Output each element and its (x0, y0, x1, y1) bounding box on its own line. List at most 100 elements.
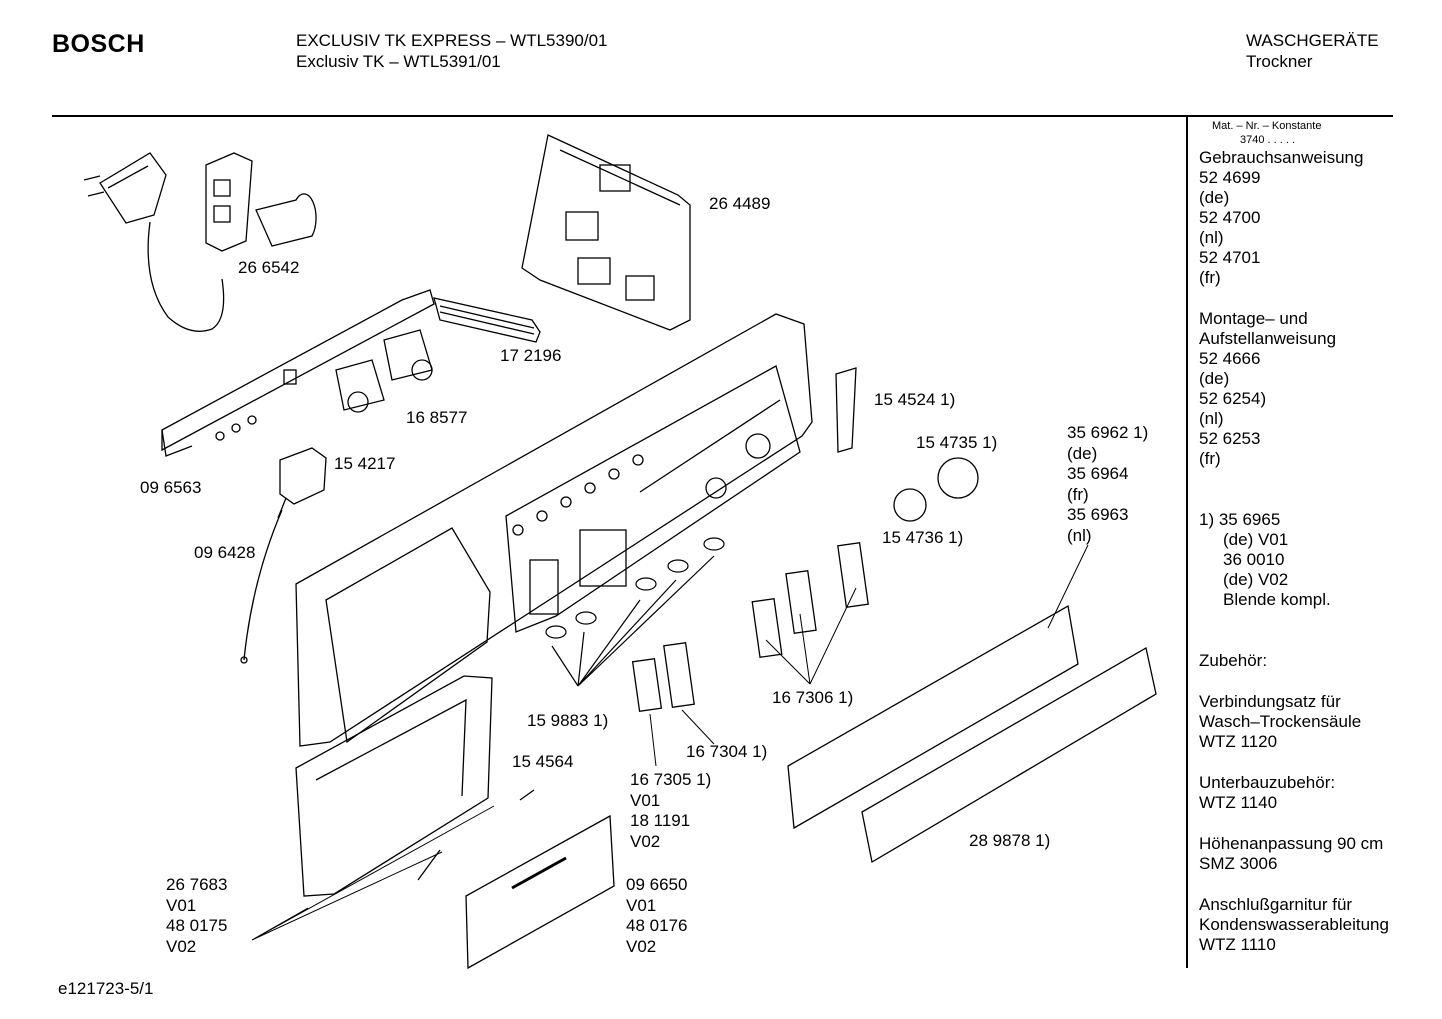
sidebar-line: Höhenanpassung 90 cm (1199, 834, 1384, 853)
sidebar-line: Unterbauzubehör: (1199, 773, 1336, 792)
part-label-167305: 16 7305 1) V01 18 1191 V02 (630, 770, 711, 852)
sidebar-line: Blende kompl. (1223, 590, 1331, 609)
part-label-096650: 09 6650 V01 48 0176 V02 (626, 875, 687, 957)
sidebar-line: 52 4699 (1199, 168, 1261, 187)
sidebar-footnote: 1) 35 6965 (de) V01 36 0010 (de) V02 Ble… (1199, 510, 1389, 610)
part-label-159883: 15 9883 1) (527, 711, 609, 730)
sidebar-line: (nl) (1199, 228, 1224, 247)
part-label-154735: 15 4735 1) (916, 433, 998, 452)
sidebar-line: Anschlußgarnitur für (1199, 895, 1353, 914)
spring-part (545, 537, 725, 687)
category-line-2: Trockner (1246, 52, 1313, 71)
door-frame-part (295, 675, 535, 897)
part-label-167306: 16 7306 1) (772, 688, 854, 707)
drawing-id: e121723-5/1 (58, 979, 154, 998)
part-label-154736: 15 4736 1) (882, 528, 964, 547)
part-label-267683-line: 26 7683 (166, 875, 228, 894)
sidebar-line: 52 6254) (1199, 389, 1267, 408)
model-line-2: Exclusiv TK – WTL5391/01 (296, 52, 501, 71)
sidebar-line: 52 4701 (1199, 248, 1261, 267)
part-label-167304: 16 7304 1) (686, 742, 768, 761)
sidebar-line: (de) V02 (1223, 570, 1289, 589)
part-label-096650-line: V02 (626, 936, 657, 956)
sidebar-line: SMZ 3006 (1199, 854, 1278, 873)
sidebar-line: (de) (1199, 369, 1230, 388)
flap-part (465, 814, 615, 970)
sidebar-line: WTZ 1140 (1199, 793, 1278, 812)
part-label-267683: 26 7683 V01 48 0175 V02 (166, 875, 227, 957)
control-module-part (521, 134, 691, 331)
part-label-167305-line: V02 (630, 831, 661, 851)
part-label-356962-line: (nl) (1067, 525, 1092, 545)
part-label-266542: 26 6542 (238, 258, 300, 277)
mat-nr-title: Mat. – Nr. – Konstante (1212, 120, 1322, 132)
sidebar-line: Aufstellanweisung (1199, 329, 1337, 348)
part-label-154564: 15 4564 (512, 752, 574, 771)
circuit-board-part (161, 289, 435, 457)
part-label-167305-line: 16 7305 1) (630, 770, 712, 789)
knob-part (893, 457, 979, 522)
sidebar-line: Gebrauchsanweisung (1199, 148, 1364, 167)
fascia-panel-part (295, 313, 813, 747)
part-label-264489: 26 4489 (709, 194, 771, 213)
part-label-356962-line: (fr) (1067, 484, 1089, 504)
sidebar-line: Zubehör: (1199, 651, 1268, 670)
sidebar-line: Kondenswasserableitung (1199, 915, 1389, 934)
part-label-096650-line: V01 (626, 895, 657, 915)
part-label-267683-line: V01 (166, 895, 197, 915)
part-label-267683-line: V02 (166, 936, 197, 956)
part-label-154217: 15 4217 (334, 454, 396, 473)
power-plug-part (83, 152, 225, 332)
part-label-356962-line: 35 6964 (1067, 464, 1129, 483)
part-label-172196: 17 2196 (500, 346, 562, 365)
part-label-267683-line: 48 0175 (166, 916, 228, 935)
sidebar-line: Wasch–Trockensäule (1199, 712, 1362, 731)
model-line-1: EXCLUSIV TK EXPRESS – WTL5390/01 (296, 31, 608, 50)
sidebar-content: Gebrauchsanweisung 52 4699 (de) 52 4700 … (1199, 148, 1389, 955)
part-label-167305-line: V01 (630, 790, 661, 810)
sidebar-line: 52 4700 (1199, 208, 1261, 227)
category-line-1: WASCHGERÄTE (1246, 31, 1379, 50)
filter-bracket-part (205, 152, 317, 252)
sidebar-line: (de) (1199, 188, 1230, 207)
sidebar-line: (fr) (1199, 449, 1221, 468)
part-label-356962-line: 35 6963 (1067, 505, 1129, 524)
sidebar-line: WTZ 1120 (1199, 732, 1278, 751)
part-label-356962-line: (de) (1067, 443, 1098, 463)
sidebar-accessory: Anschlußgarnitur für Kondenswasserableit… (1199, 895, 1389, 955)
sidebar-line: (fr) (1199, 268, 1221, 287)
part-label-096650-line: 48 0176 (626, 916, 688, 935)
ribbon-cable-part (433, 297, 541, 343)
sidebar-line: 36 0010 (1223, 550, 1285, 569)
sidebar-accessories-title: Zubehör: (1199, 651, 1389, 671)
potentiometer-part (335, 329, 433, 413)
bracket-part (835, 367, 857, 453)
part-label-154524: 15 4524 1) (874, 390, 956, 409)
sidebar-line: 52 4666 (1199, 349, 1261, 368)
sidebar-line: 1) 35 6965 (1199, 510, 1281, 529)
part-label-356962: 35 6962 1) (de) 35 6964 (fr) 35 6963 (nl… (1067, 423, 1148, 546)
sidebar-accessory: Verbindungsatz für Wasch–Trockensäule WT… (1199, 692, 1389, 752)
sidebar-line: Montage– und (1199, 309, 1308, 328)
front-panel-part (787, 604, 1157, 864)
part-label-289878: 28 9878 1) (969, 831, 1051, 850)
part-label-167305-line: 18 1191 (630, 811, 691, 830)
sidebar-accessory: Höhenanpassung 90 cm SMZ 3006 (1199, 834, 1389, 874)
sidebar-accessory: Unterbauzubehör: WTZ 1140 (1199, 773, 1389, 813)
sidebar-line: (de) V01 (1223, 530, 1289, 549)
part-label-356962-line: 35 6962 1) (1067, 423, 1149, 442)
part-label-096428: 09 6428 (194, 543, 256, 562)
brand-logo: BOSCH (52, 30, 145, 58)
sidebar-line: (nl) (1199, 409, 1224, 428)
sidebar-group-manual: Gebrauchsanweisung 52 4699 (de) 52 4700 … (1199, 148, 1389, 288)
button-cover-part (631, 542, 869, 713)
part-label-096563: 09 6563 (140, 478, 202, 497)
sidebar-line: 52 6253 (1199, 429, 1261, 448)
part-label-168577: 16 8577 (406, 408, 468, 427)
sidebar-line: WTZ 1110 (1199, 935, 1276, 954)
part-label-096650-line: 09 6650 (626, 875, 688, 894)
sidebar-group-installation: Montage– und Aufstellanweisung 52 4666 (… (1199, 309, 1389, 469)
sidebar-line: Verbindungsatz für (1199, 692, 1341, 711)
mat-nr-value: 3740 . . . . . (1240, 134, 1296, 146)
